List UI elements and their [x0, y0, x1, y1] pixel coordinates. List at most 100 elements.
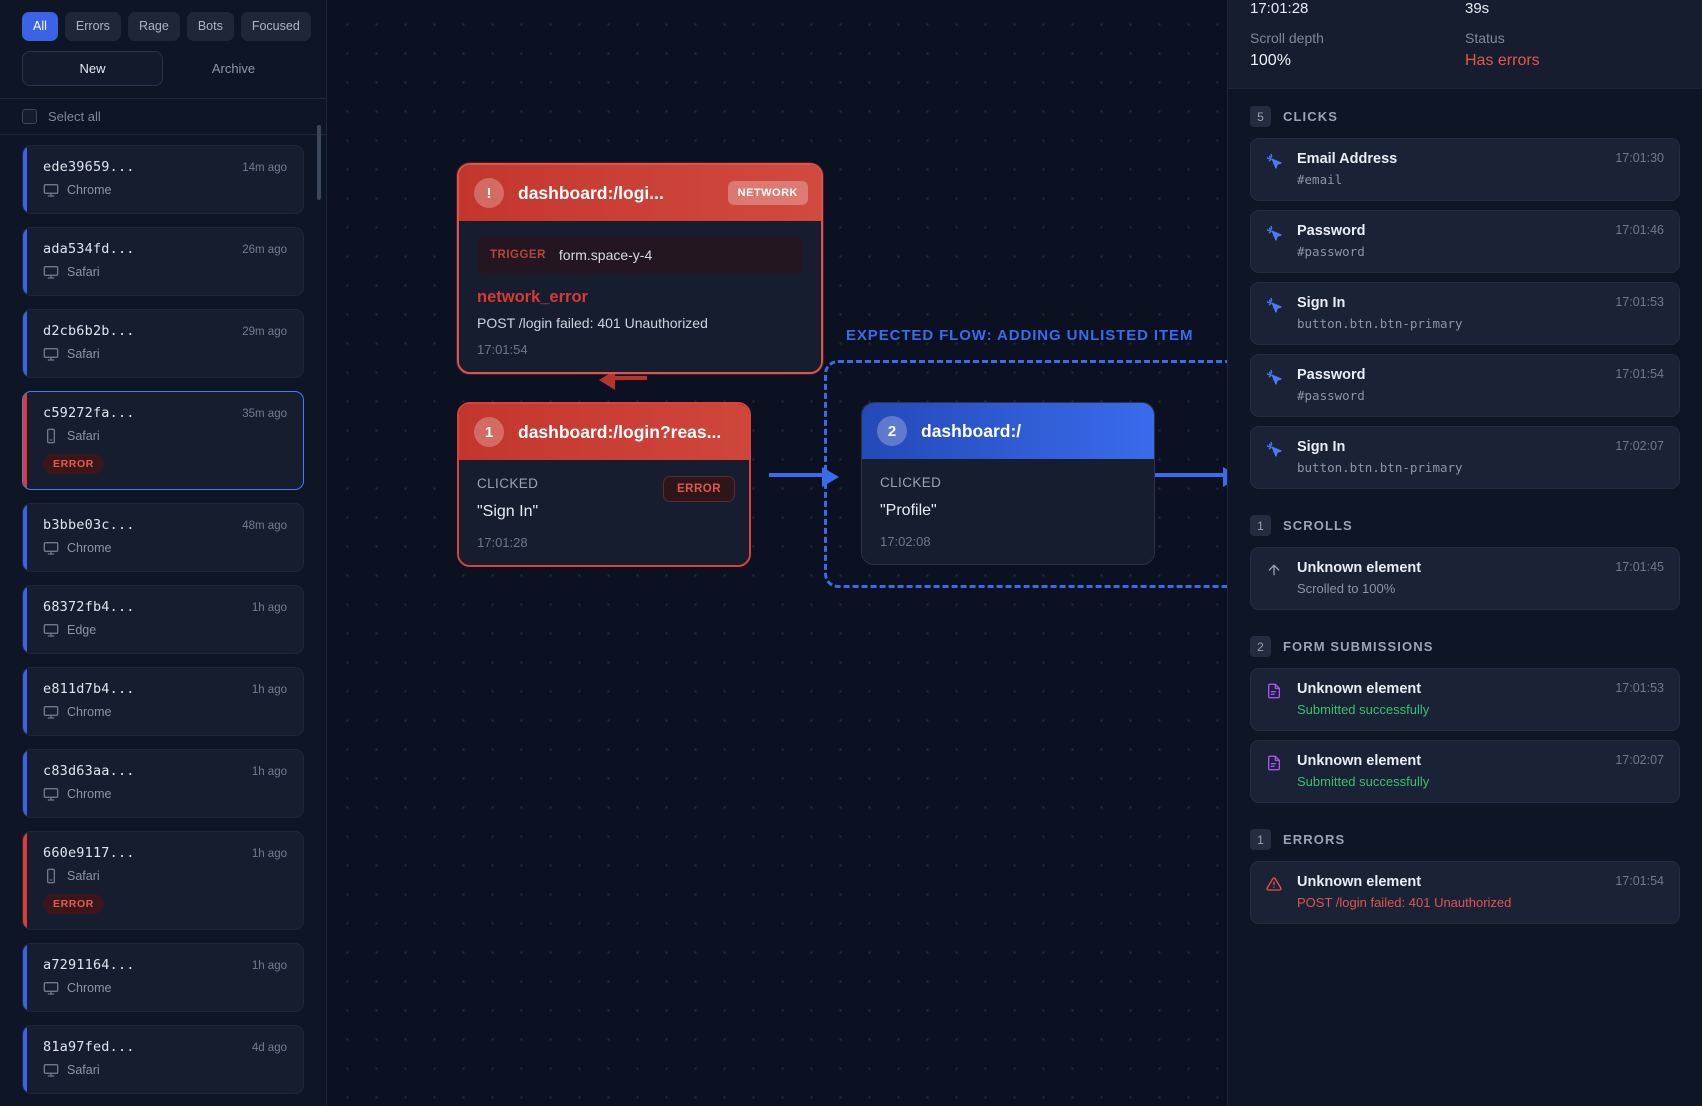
select-all-row[interactable]: Select all [0, 97, 326, 135]
filter-chip-all[interactable]: All [22, 12, 58, 41]
desktop-icon [43, 540, 59, 556]
trigger-value: form.space-y-4 [558, 247, 653, 263]
desktop-icon [43, 1062, 59, 1078]
event-name: Unknown element [1297, 753, 1422, 769]
session-age: 1h ago [251, 959, 287, 972]
session-browser: Safari [67, 346, 100, 361]
event-time: 17:02:07 [1615, 753, 1664, 767]
desktop-icon [43, 182, 59, 198]
session-browser: Chrome [67, 182, 112, 197]
session-id: 81a97fed... [43, 1038, 135, 1055]
arrow-up-icon [1266, 560, 1284, 596]
filter-chip-errors[interactable]: Errors [64, 12, 121, 41]
click-cursor-icon [1266, 439, 1284, 475]
flow-node-1[interactable]: 1 dashboard:/login?reas... CLICKED "Sign… [457, 402, 751, 567]
flow-node-2-body: CLICKED "Profile" 17:02:08 [862, 459, 1154, 564]
click-cursor-icon [1266, 151, 1284, 187]
section-title: FORM SUBMISSIONS [1283, 639, 1434, 654]
event-name: Sign In [1297, 439, 1346, 455]
event-detail: Submitted successfully [1297, 774, 1430, 789]
warning-triangle-icon [1266, 874, 1284, 910]
event-name: Password [1297, 223, 1366, 239]
section-count: 1 [1250, 515, 1271, 536]
session-age: 14m ago [242, 161, 287, 174]
error-node-title: dashboard:/logi... [518, 182, 664, 203]
error-node-header: ! dashboard:/logi... NETWORK [459, 165, 821, 221]
segment-new[interactable]: New [22, 50, 163, 86]
session-browser: Chrome [67, 540, 112, 555]
segment-archive[interactable]: Archive [211, 60, 256, 76]
click-cursor-icon [1266, 223, 1284, 259]
section-title: ERRORS [1283, 832, 1346, 847]
filter-chip-bots[interactable]: Bots [186, 12, 234, 41]
scroll-depth-label: Scroll depth [1250, 30, 1324, 46]
flow-node-1-kind: CLICKED [477, 476, 539, 491]
filter-chip-rage[interactable]: Rage [127, 12, 180, 41]
event-time: 17:01:53 [1615, 681, 1664, 695]
desktop-icon [43, 980, 59, 996]
status-badge: Has errors [1465, 52, 1540, 69]
session-id: ede39659... [43, 158, 135, 175]
flow-node-2-kind: CLICKED [880, 475, 942, 490]
session-summary: 17:01:28 Scroll depth 100% 39s Status Ha… [1228, 0, 1702, 89]
step-number-badge: 2 [877, 416, 907, 446]
section-count: 2 [1250, 636, 1271, 657]
error-name: network_error [477, 288, 588, 306]
desktop-icon [43, 786, 59, 802]
event-detail: POST /login failed: 401 Unauthorized [1297, 895, 1512, 910]
document-icon [1266, 753, 1284, 789]
section-header-form-submissions: 2 FORM SUBMISSIONS [1228, 619, 1702, 668]
desktop-icon [43, 264, 59, 280]
flow-node-1-title: dashboard:/login?reas... [518, 421, 722, 442]
event-detail: #password [1297, 244, 1365, 259]
session-details-panel[interactable]: 17:01:28 Scroll depth 100% 39s Status Ha… [1227, 0, 1702, 1106]
session-id: d2cb6b2b... [43, 322, 135, 339]
mobile-icon [43, 868, 59, 884]
event-detail: button.btn.btn-primary [1297, 316, 1463, 331]
filter-chip-focused[interactable]: Focused [240, 12, 311, 41]
session-duration: 39s [1465, 0, 1490, 17]
event-detail: Submitted successfully [1297, 702, 1430, 717]
flow-node-2-title: dashboard:/ [921, 420, 1022, 441]
session-browser: Safari [67, 428, 100, 443]
error-detail-node[interactable]: ! dashboard:/logi... NETWORK TRIGGER for… [457, 163, 823, 374]
desktop-icon [43, 346, 59, 362]
event-detail: #email [1297, 172, 1343, 187]
event-time: 17:02:07 [1615, 439, 1664, 453]
session-browser: Chrome [67, 786, 112, 801]
session-start-time: 17:01:28 [1250, 0, 1309, 17]
sessions-scrollbar[interactable] [317, 125, 321, 200]
flow-node-2[interactable]: 2 dashboard:/ CLICKED "Profile" 17:02:08 [861, 402, 1155, 565]
session-id: c83d63aa... [43, 762, 135, 779]
session-id: a7291164... [43, 956, 135, 973]
select-all-checkbox[interactable] [22, 108, 37, 124]
event-item[interactable]: Password #password 17:01:46 [1250, 210, 1680, 273]
flow-node-1-error-pill: ERROR [662, 476, 735, 502]
event-time: 17:01:46 [1615, 223, 1664, 237]
flow-canvas[interactable]: EXPECTED FLOW: ADDING UNLISTED ITEM ! da… [327, 0, 1227, 1106]
